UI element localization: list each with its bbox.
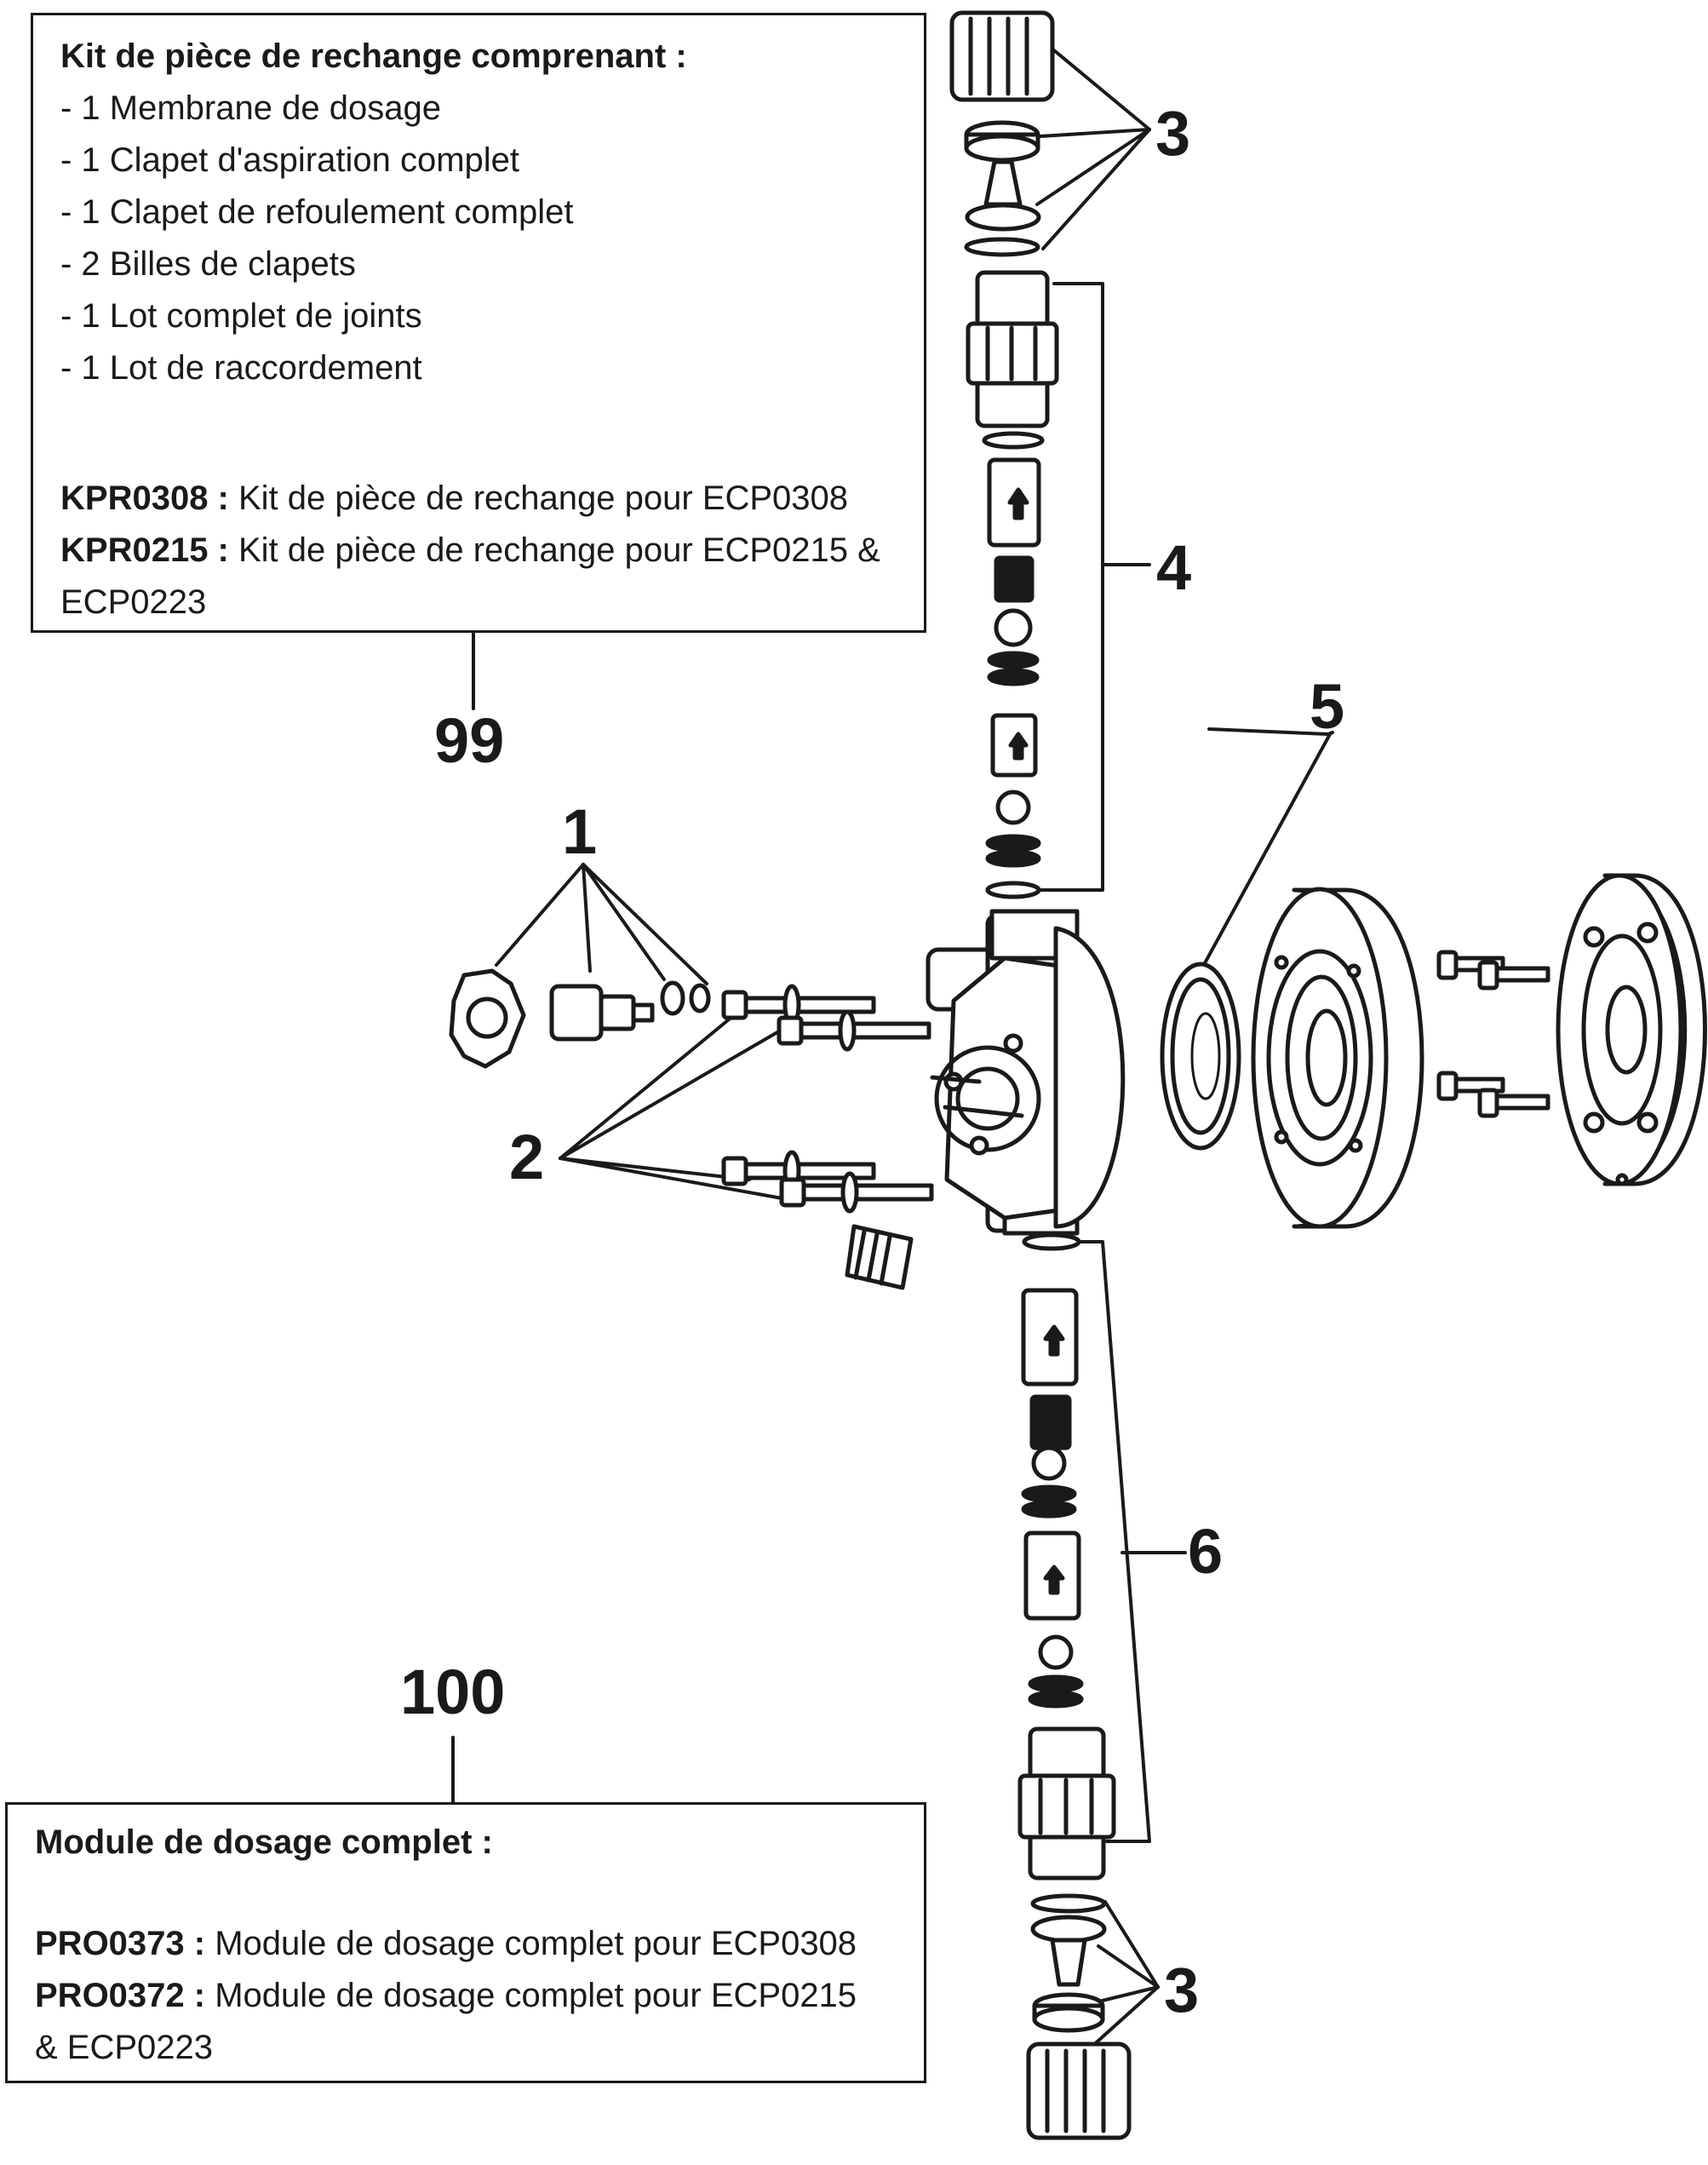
suction-valve-seat <box>1023 1530 1081 1621</box>
module-reference-code: PRO0373 : <box>35 1925 206 1962</box>
kit-reference-continuation: ECP0223 <box>60 583 207 621</box>
kit-reference-code: KPR0308 : <box>60 480 229 517</box>
discharge-valve-cartridge <box>987 457 1041 548</box>
kit-item: - 1 Membrane de dosage <box>60 89 441 127</box>
suction-spring <box>1029 1394 1072 1450</box>
discharge-valve-ball <box>995 790 1031 825</box>
bottom-union-nut <box>1026 2042 1132 2140</box>
screw <box>721 984 876 1026</box>
kit-reference-line: KPR0308 : Kit de pièce de rechange pour … <box>60 473 902 525</box>
screw <box>777 1009 931 1052</box>
discharge-spring <box>994 555 1035 603</box>
callout-5: 5 <box>1310 671 1345 742</box>
dosing-module-box: Module de dosage complet : PRO0373 : Mod… <box>5 1802 926 2083</box>
callout-4: 4 <box>1156 532 1192 603</box>
callout-1: 1 <box>562 796 598 867</box>
purge-knob <box>449 968 526 1069</box>
screw <box>779 1171 934 1214</box>
module-reference-code: PRO0372 : <box>35 1977 206 2014</box>
discharge-valve-ball <box>994 608 1033 647</box>
discharge-o-ring <box>985 881 1041 899</box>
kit-item: - 1 Clapet de refoulement complet <box>60 193 574 231</box>
module-reference-text: Module de dosage complet pour ECP0308 <box>205 1925 857 1962</box>
suction-valve-body <box>1017 1726 1116 1881</box>
kit-reference-line: KPR0215 : Kit de pièce de rechange pour … <box>60 525 902 577</box>
discharge-valve-body <box>966 270 1059 428</box>
bottom-seal-ring <box>1032 1992 1105 2033</box>
module-reference-text: Module de dosage complet pour ECP0215 <box>205 1977 857 2014</box>
discharge-valve-seat <box>990 713 1038 778</box>
module-title: Module de dosage complet : <box>35 1823 493 1861</box>
discharge-seal-stack <box>987 651 1040 686</box>
callout-100: 100 <box>400 1657 506 1727</box>
flange-bolt <box>1477 1088 1550 1118</box>
dosing-membrane <box>1160 962 1241 1151</box>
top-o-ring <box>964 237 1040 257</box>
module-reference-continuation: & ECP0223 <box>35 2029 214 2066</box>
callout-6: 6 <box>1188 1516 1224 1587</box>
top-tube-nozzle <box>965 159 1041 232</box>
intermediate-flange <box>1251 887 1424 1229</box>
callout-3-bottom: 3 <box>1164 1955 1200 2025</box>
callout-2: 2 <box>509 1122 545 1192</box>
kit-title: Kit de pièce de rechange comprenant : <box>60 37 687 75</box>
callout-99: 99 <box>434 705 505 776</box>
spare-parts-kit-box: Kit de pièce de rechange comprenant : - … <box>31 13 926 633</box>
kit-item: - 1 Lot de raccordement <box>60 349 422 387</box>
discharge-o-ring <box>982 431 1045 450</box>
rear-flange <box>1556 873 1707 1186</box>
suction-seal-stack <box>1021 1484 1077 1519</box>
purge-o-ring <box>689 983 711 1014</box>
kit-item: - 1 Lot complet de joints <box>60 297 422 335</box>
discharge-seal-stack <box>985 834 1041 868</box>
pump-head-body <box>926 909 1126 1236</box>
suction-valve-cartridge <box>1021 1288 1079 1387</box>
kit-item: - 2 Billes de clapets <box>60 245 356 283</box>
purge-o-ring <box>660 980 685 1016</box>
callout-3-top: 3 <box>1155 98 1191 169</box>
loose-nut <box>845 1224 914 1290</box>
suction-o-ring <box>1022 1232 1081 1251</box>
suction-seal-stack <box>1028 1674 1084 1708</box>
kit-item: - 1 Clapet d'aspiration complet <box>60 141 520 179</box>
suction-valve-ball <box>1038 1634 1074 1670</box>
purge-valve-body <box>549 984 655 1042</box>
flange-bolt <box>1477 960 1550 991</box>
suction-valve-ball <box>1031 1445 1067 1481</box>
bottom-o-ring <box>1030 1893 1107 1914</box>
top-union-nut <box>949 10 1055 102</box>
kit-reference-code: KPR0215 : <box>60 531 229 569</box>
bottom-tube-nozzle <box>1030 1915 1107 1987</box>
module-reference-line: PRO0373 : Module de dosage complet pour … <box>35 1918 902 1970</box>
kit-reference-text: Kit de pièce de rechange pour ECP0308 <box>228 480 849 517</box>
module-reference-line: PRO0372 : Module de dosage complet pour … <box>35 1970 902 2022</box>
kit-reference-text: Kit de pièce de rechange pour ECP0215 & <box>228 531 880 569</box>
top-seal-ring <box>964 120 1040 163</box>
